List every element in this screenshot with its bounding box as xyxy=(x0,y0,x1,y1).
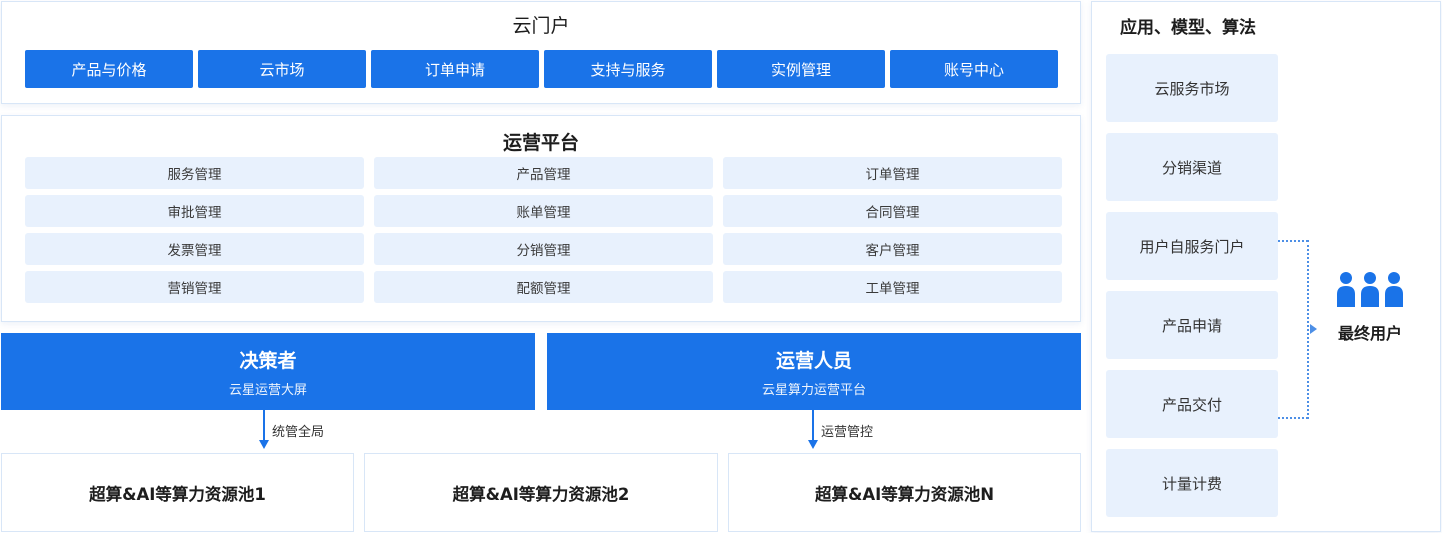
connector-arrow-icon xyxy=(1310,324,1317,334)
connector-vertical-line xyxy=(1307,240,1309,419)
apps-list: 云服务市场 分销渠道 用户自服务门户 产品申请 产品交付 计量计费 xyxy=(1106,54,1278,517)
arrow-line-ops-control xyxy=(812,410,814,442)
operations-platform-panel: 运营平台 服务管理 产品管理 订单管理 审批管理 账单管理 合同管理 发票管理 … xyxy=(1,115,1081,322)
connector-top-line xyxy=(1278,240,1308,242)
resource-pool-n: 超算&AI等算力资源池N xyxy=(728,453,1081,532)
portal-button-marketplace[interactable]: 云市场 xyxy=(198,50,366,88)
ops-module-distribution: 分销管理 xyxy=(374,233,713,265)
cloud-portal-buttons: 产品与价格 云市场 订单申请 支持与服务 实例管理 账号中心 xyxy=(25,50,1058,88)
portal-button-account-center[interactable]: 账号中心 xyxy=(890,50,1058,88)
app-item-product-request: 产品申请 xyxy=(1106,291,1278,359)
operations-platform-title: 运营平台 xyxy=(502,132,579,154)
arrow-down-icon xyxy=(259,440,269,449)
decision-maker-title: 决策者 xyxy=(239,349,297,372)
cloud-portal-panel: 云门户 产品与价格 云市场 订单申请 支持与服务 实例管理 账号中心 xyxy=(1,1,1081,104)
operator-box: 运营人员 云星算力运营平台 xyxy=(547,333,1081,410)
app-item-product-delivery: 产品交付 xyxy=(1106,370,1278,438)
connector-bottom-line xyxy=(1278,417,1308,419)
portal-button-instance-management[interactable]: 实例管理 xyxy=(717,50,885,88)
arrow-down-icon xyxy=(808,440,818,449)
arrow-line-global-control xyxy=(263,410,265,442)
decision-maker-box: 决策者 云星运营大屏 xyxy=(1,333,535,410)
ops-module-quota: 配额管理 xyxy=(374,271,713,303)
ops-module-marketing: 营销管理 xyxy=(25,271,364,303)
operations-module-grid: 服务管理 产品管理 订单管理 审批管理 账单管理 合同管理 发票管理 分销管理 … xyxy=(25,157,1063,303)
operator-title: 运营人员 xyxy=(775,349,852,372)
portal-button-products-pricing[interactable]: 产品与价格 xyxy=(25,50,193,88)
ops-module-service: 服务管理 xyxy=(25,157,364,189)
operator-subtitle: 云星算力运营平台 xyxy=(761,382,866,398)
portal-button-support-service[interactable]: 支持与服务 xyxy=(544,50,712,88)
users-icon xyxy=(1337,272,1403,307)
app-item-metering-billing: 计量计费 xyxy=(1106,449,1278,517)
ops-module-contract: 合同管理 xyxy=(723,195,1062,227)
ops-module-product: 产品管理 xyxy=(374,157,713,189)
app-item-distribution-channel: 分销渠道 xyxy=(1106,133,1278,201)
app-item-cloud-marketplace: 云服务市场 xyxy=(1106,54,1278,122)
resource-pool-1: 超算&AI等算力资源池1 xyxy=(1,453,354,532)
end-user-label: 最终用户 xyxy=(1337,324,1402,343)
ops-module-approval: 审批管理 xyxy=(25,195,364,227)
decision-maker-subtitle: 云星运营大屏 xyxy=(228,382,307,398)
ops-module-billing: 账单管理 xyxy=(374,195,713,227)
ops-module-invoice: 发票管理 xyxy=(25,233,364,265)
ops-module-ticket: 工单管理 xyxy=(723,271,1062,303)
apps-models-algorithms-panel: 应用、模型、算法 云服务市场 分销渠道 用户自服务门户 产品申请 产品交付 计量… xyxy=(1091,1,1441,532)
cloud-portal-title: 云门户 xyxy=(512,15,570,37)
ops-module-order: 订单管理 xyxy=(723,157,1062,189)
resource-pool-2: 超算&AI等算力资源池2 xyxy=(364,453,718,532)
arrow-label-global-control: 统管全局 xyxy=(272,425,325,440)
apps-panel-title: 应用、模型、算法 xyxy=(1120,18,1256,38)
portal-button-order-request[interactable]: 订单申请 xyxy=(371,50,539,88)
app-item-self-service-portal: 用户自服务门户 xyxy=(1106,212,1278,280)
ops-module-customer: 客户管理 xyxy=(723,233,1062,265)
arrow-label-ops-control: 运营管控 xyxy=(821,425,874,440)
